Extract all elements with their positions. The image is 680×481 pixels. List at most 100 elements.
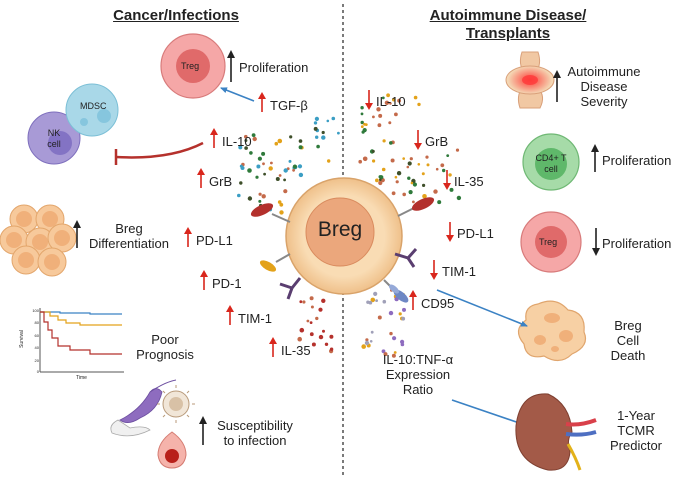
cytokine-dot (417, 163, 421, 166)
cytokine-dot (422, 183, 426, 187)
cytokine-dot (244, 146, 248, 150)
cytokine-dot (448, 173, 452, 177)
cytokine-dot (288, 159, 292, 163)
cytokine-dot (398, 312, 402, 316)
death-line1: Breg (614, 318, 642, 333)
proliferation-label-cd4: Proliferation (602, 153, 672, 168)
survival-axis-label: Survival (18, 330, 25, 348)
poor-line2: Prognosis (136, 347, 194, 362)
breg-cluster (0, 204, 77, 277)
cytokine-dot (393, 351, 397, 354)
up-arrow-grb-left (197, 168, 205, 188)
arrow-cd95-to-death (436, 289, 528, 327)
il10-label-right: IL-10 (376, 94, 406, 109)
cytokine-dot (249, 151, 253, 155)
cytokine-dot (422, 194, 427, 199)
cytokine-dot (446, 154, 450, 158)
cytokine-dot (251, 133, 256, 138)
survival-tick: 20 (34, 358, 39, 363)
cytokine-dot (360, 112, 364, 116)
cytokine-dot (306, 319, 310, 323)
kidney-image (515, 393, 597, 471)
ratio-line3: Ratio (402, 382, 434, 397)
cytokine-dot (238, 145, 243, 150)
cytokine-dot (258, 199, 262, 203)
down-arrow-il35-right (443, 170, 451, 190)
cytokine-dot (239, 181, 243, 185)
auto-line2: Disease (580, 79, 628, 94)
cytokine-dot (262, 162, 265, 166)
cd4-cell-label: CD4+ T cell (531, 153, 571, 175)
tcmr-line2: TCMR (617, 423, 655, 438)
arrow-up-breg-diff (73, 220, 81, 248)
cytokine-dot (375, 178, 379, 183)
down-arrow-pdl1-right (446, 222, 454, 242)
cytokine-dot (395, 180, 399, 184)
mdsc-nk-cells (27, 83, 119, 165)
cytokine-dot (449, 187, 454, 192)
cd4-t-cell (522, 133, 580, 191)
survival-tick: 100 (32, 308, 39, 313)
cytokine-dot (365, 338, 369, 342)
cytokine-dot (263, 172, 266, 176)
cytokine-dot (388, 310, 394, 316)
inhibition-arrow (114, 141, 204, 165)
cytokine-dot (283, 178, 286, 182)
cytokine-dot (297, 164, 303, 169)
cytokine-dot (313, 126, 318, 131)
cytokine-dot (386, 93, 390, 98)
cytokine-dot (397, 98, 401, 103)
grb-label-left: GrB (209, 174, 233, 189)
cytokine-dot (407, 161, 412, 166)
cytokine-dot (329, 334, 334, 339)
cytokine-dot (257, 156, 262, 161)
cd4-line2: cell (544, 164, 558, 174)
cytokine-dot (407, 176, 411, 180)
cytokine-dot (362, 156, 368, 162)
cytokine-dot (376, 107, 381, 112)
cytokine-dot (435, 167, 439, 171)
cytokine-dot (369, 340, 373, 343)
cytokine-dot (442, 168, 446, 173)
tcmr-predictor-label: 1-Year TCMR Predictor (600, 408, 672, 453)
cytokine-dot (389, 141, 393, 145)
breg-cell-death-label: Breg Cell Death (598, 318, 658, 363)
cytokine-dot (299, 300, 303, 304)
cytokine-change-arrows (184, 90, 454, 357)
cytokine-dot (315, 135, 319, 139)
cytokine-dot (382, 299, 387, 304)
cytokine-dot (381, 96, 385, 100)
cytokine-dot (274, 141, 279, 146)
cytokine-dot (358, 159, 363, 164)
il35-label-left: IL-35 (281, 343, 311, 358)
proliferation-label-left: Proliferation (239, 60, 309, 75)
cytokine-dot (278, 174, 282, 177)
survival-tick: 80 (34, 320, 39, 325)
treg-cell-right (520, 211, 582, 273)
cytokine-dot (433, 189, 438, 194)
cytokine-dot (368, 300, 373, 305)
cytokine-dot (292, 164, 297, 169)
cytokine-dot (283, 189, 288, 194)
cytokine-dot (258, 192, 262, 196)
cytokine-dot (402, 157, 406, 160)
up-arrow-tgfb (258, 92, 266, 112)
cytokine-dot (372, 115, 375, 119)
breg-diff-line1: Breg (115, 221, 143, 236)
cytokine-dot (364, 123, 368, 126)
cytokine-dot (377, 123, 382, 128)
breg-differentiation-label: Breg Differentiation (82, 221, 176, 251)
cytokine-dot (360, 120, 364, 125)
susc-line1: Susceptibility (217, 418, 293, 433)
poor-prognosis-label: Poor Prognosis (128, 332, 202, 362)
nk-line2: cell (47, 139, 61, 149)
ratio-line2: Expression (385, 367, 451, 382)
cytokine-dot (455, 148, 460, 152)
cytokine-dot (417, 102, 421, 107)
cytokine-dot (360, 106, 364, 110)
tim1-label-right: TIM-1 (442, 264, 476, 279)
cytokine-dot (252, 136, 257, 142)
cytokine-dot (390, 158, 395, 163)
cytokine-dot (400, 339, 405, 344)
